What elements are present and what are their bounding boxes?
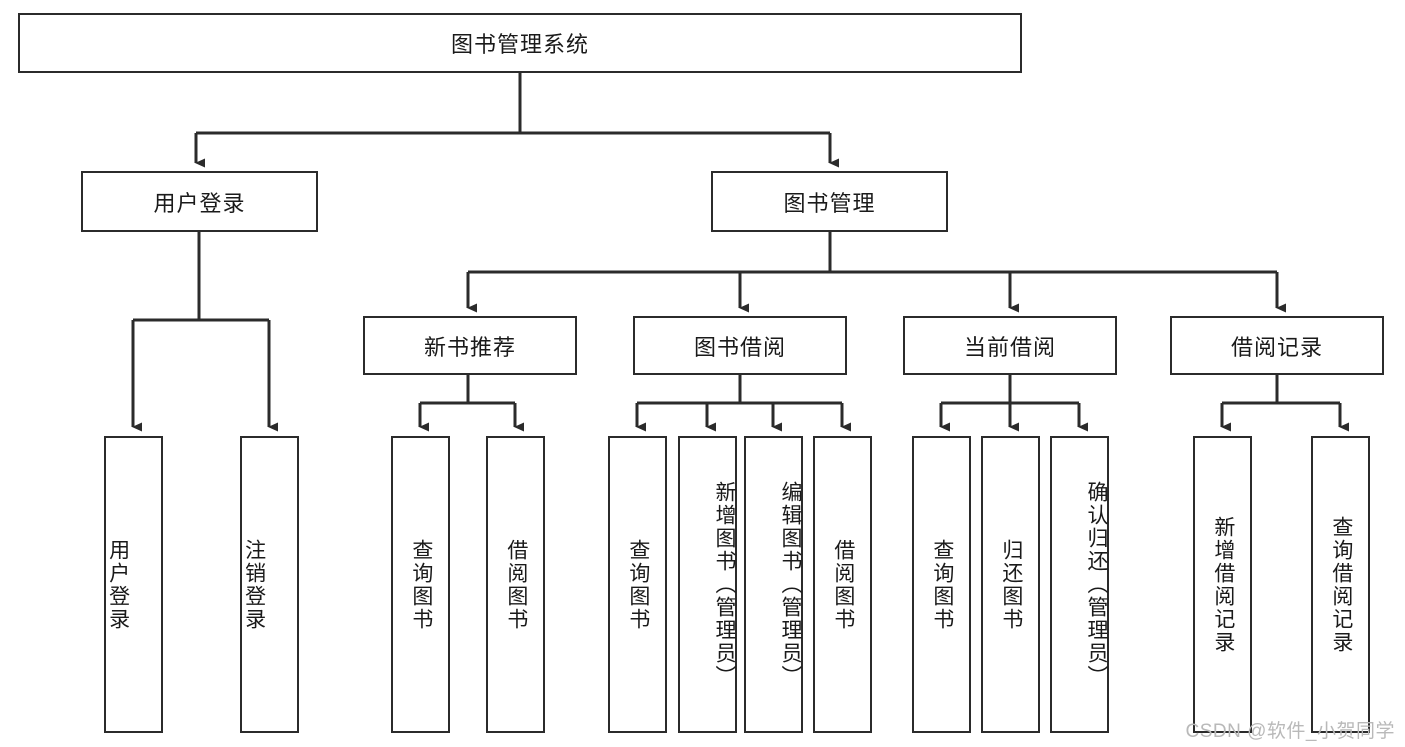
node-label: 用户登录 [106,538,130,631]
node-label: 图书管理 [783,190,876,216]
leaf-current-confirm-return-admin[interactable]: 确认归还（管理员） [1050,436,1109,733]
node-label: 新书推荐 [423,334,516,360]
node-label: 图书管理系统 [450,32,589,57]
node-user-login[interactable]: 用户登录 [81,171,318,232]
node-borrow-record[interactable]: 借阅记录 [1170,316,1384,375]
leaf-current-query-book[interactable]: 查询图书 [912,436,971,733]
node-label: 图书借阅 [693,334,786,360]
node-book-management[interactable]: 图书管理 [711,171,948,232]
node-label: 借阅记录 [1230,334,1323,360]
leaf-current-return-book[interactable]: 归还图书 [981,436,1040,733]
node-label: 借阅图书 [831,538,855,631]
node-root-system[interactable]: 图书管理系统 [18,13,1022,73]
node-label: 编辑图书（管理员） [779,481,802,688]
node-label: 归还图书 [999,538,1023,631]
node-label: 当前借阅 [963,334,1056,360]
node-label: 确认归还（管理员） [1085,481,1108,688]
node-label: 查询图书 [930,538,954,631]
leaf-new-book-query[interactable]: 查询图书 [391,436,450,733]
node-label: 用户登录 [153,190,246,216]
node-book-borrow[interactable]: 图书借阅 [633,316,847,375]
csdn-watermark: CSDN @软件_小贺同学 [1185,721,1395,742]
node-label: 查询借阅记录 [1329,515,1353,654]
node-label: 查询图书 [409,538,433,631]
node-label: 新增借阅记录 [1211,515,1235,654]
node-label: 新增图书（管理员） [713,481,736,688]
leaf-borrow-add-book-admin[interactable]: 新增图书（管理员） [678,436,737,733]
leaf-user-login-signin[interactable]: 用户登录 [104,436,163,733]
leaf-borrow-query-book[interactable]: 查询图书 [608,436,667,733]
leaf-new-book-borrow[interactable]: 借阅图书 [486,436,545,733]
leaf-record-add[interactable]: 新增借阅记录 [1193,436,1252,733]
node-new-book-recommendation[interactable]: 新书推荐 [363,316,577,375]
node-label: 注销登录 [242,538,266,631]
leaf-record-query[interactable]: 查询借阅记录 [1311,436,1370,733]
node-label: 查询图书 [626,538,650,631]
leaf-borrow-edit-book-admin[interactable]: 编辑图书（管理员） [744,436,803,733]
leaf-user-login-signout[interactable]: 注销登录 [240,436,299,733]
leaf-borrow-borrow-book[interactable]: 借阅图书 [813,436,872,733]
node-label: 借阅图书 [504,538,528,631]
node-current-borrow[interactable]: 当前借阅 [903,316,1117,375]
